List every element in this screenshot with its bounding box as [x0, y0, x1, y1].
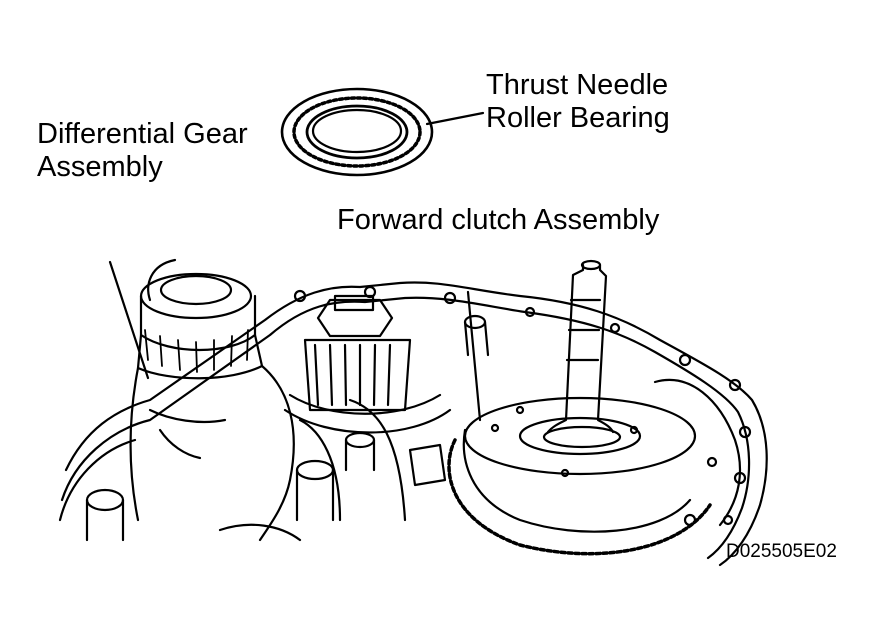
- locating-pin: [463, 314, 490, 357]
- differential-assembly: [129, 258, 407, 542]
- case-flange: [60, 281, 768, 567]
- thrust-leader-line: [425, 111, 485, 126]
- differential-label-line1: Differential Gear: [37, 118, 248, 150]
- forward-clutch: [447, 259, 742, 556]
- thrust-label-line2: Roller Bearing: [486, 102, 670, 135]
- counter-gear: [283, 294, 452, 434]
- thrust-bearing-label: Thrust Needle Roller Bearing: [486, 69, 670, 136]
- differential-label-line2: Assembly: [37, 151, 163, 184]
- differential-leader-line: [108, 260, 150, 380]
- forward-clutch-leader-line: [466, 290, 482, 422]
- figure-code: D025505E02: [726, 541, 837, 562]
- thrust-label-line1: Thrust Needle: [486, 69, 669, 101]
- thrust-bearing: [280, 87, 434, 177]
- forward-clutch-label: Forward clutch Assembly: [337, 204, 660, 236]
- differential-gear-assembly-label: Differential Gear Assembly: [37, 118, 248, 185]
- case-lower-details: [58, 431, 718, 542]
